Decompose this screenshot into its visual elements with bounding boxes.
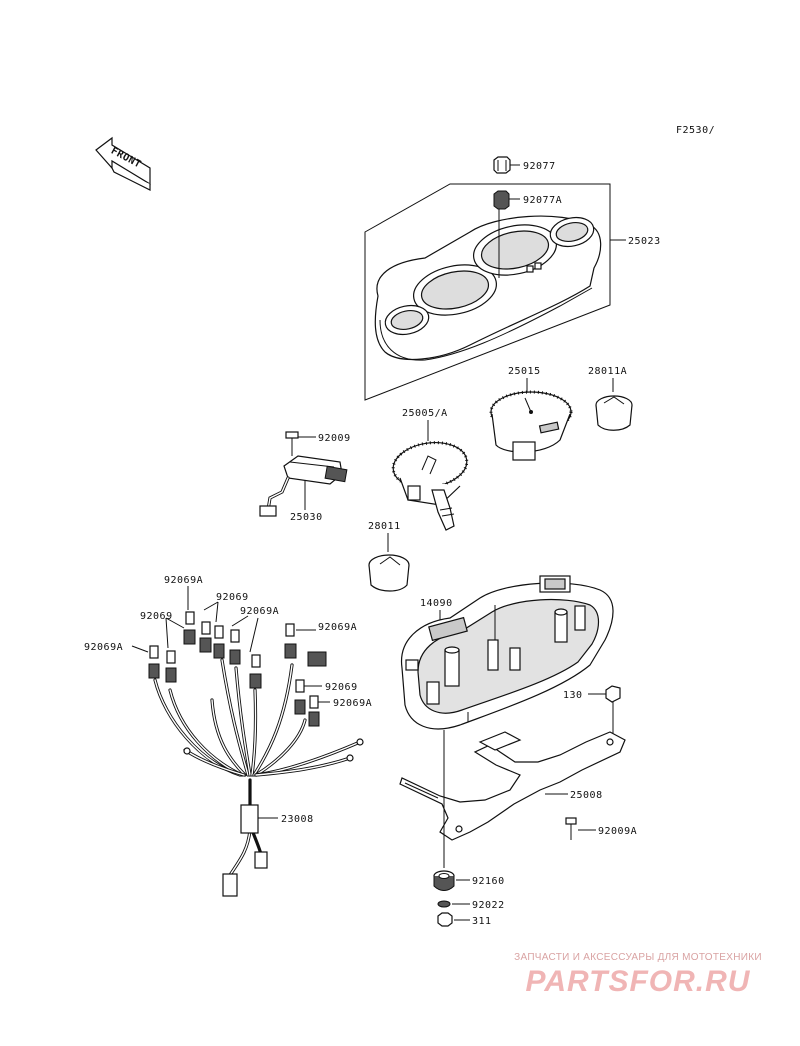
watermark: ЗАПЧАСТИ И АКСЕССУАРЫ ДЛЯ МОТОТЕХНИКИ PA… (488, 952, 788, 999)
label-92069-3: 92069 (325, 682, 358, 693)
watermark-caption: ЗАПЧАСТИ И АКСЕССУАРЫ ДЛЯ МОТОТЕХНИКИ (514, 952, 762, 963)
label-130: 130 (563, 690, 583, 701)
label-92160: 92160 (472, 876, 505, 887)
wiring-harness-23008 (153, 651, 364, 897)
nut-311 (437, 912, 470, 927)
label-92069a-4: 92069A (84, 642, 123, 653)
label-92069a-5: 92069A (333, 698, 372, 709)
label-25015: 25015 (508, 366, 541, 377)
meter-case-lower (400, 575, 614, 730)
speedometer-25005a (391, 441, 469, 531)
label-92069-1: 92069 (216, 592, 249, 603)
housing-group-box (364, 183, 611, 401)
figure-id: F2530/ (676, 125, 715, 136)
bulb-sockets (148, 611, 320, 727)
tachometer-25015 (489, 390, 573, 461)
screw-92009 (285, 431, 316, 456)
gauge-28011 (368, 554, 410, 592)
label-25008: 25008 (570, 790, 603, 801)
label-92069a-2: 92069A (240, 606, 279, 617)
label-311: 311 (472, 916, 492, 927)
grommet-92077 (493, 156, 520, 174)
watermark-logo: PARTSFOR.RU (525, 965, 751, 998)
label-92077a: 92077A (523, 195, 562, 206)
label-28011: 28011 (368, 521, 401, 532)
front-arrow-icon: FRONT (95, 136, 151, 191)
grommet-92077a (493, 190, 520, 210)
label-23008: 23008 (281, 814, 314, 825)
label-14090: 14090 (420, 598, 453, 609)
bolt-130 (588, 685, 621, 740)
meter-housing-cover (374, 215, 602, 361)
screw-92009a (565, 817, 596, 840)
label-25030: 25030 (290, 512, 323, 523)
gauge-28011a (595, 395, 633, 431)
grommet-92160 (433, 870, 470, 891)
label-92069a-3: 92069A (318, 622, 357, 633)
washer-92022 (437, 900, 470, 908)
label-25005a: 25005/A (402, 408, 448, 419)
meter-bracket-25008 (399, 731, 626, 841)
label-92077: 92077 (523, 161, 556, 172)
label-92069-2: 92069 (140, 611, 173, 622)
label-28011a: 28011A (588, 366, 627, 377)
label-92022: 92022 (472, 900, 505, 911)
label-92069a-1: 92069A (164, 575, 203, 586)
label-92009a: 92009A (598, 826, 637, 837)
indicator-unit-25030 (259, 455, 348, 517)
label-25023: 25023 (628, 236, 661, 247)
label-92009-top: 92009 (318, 433, 351, 444)
